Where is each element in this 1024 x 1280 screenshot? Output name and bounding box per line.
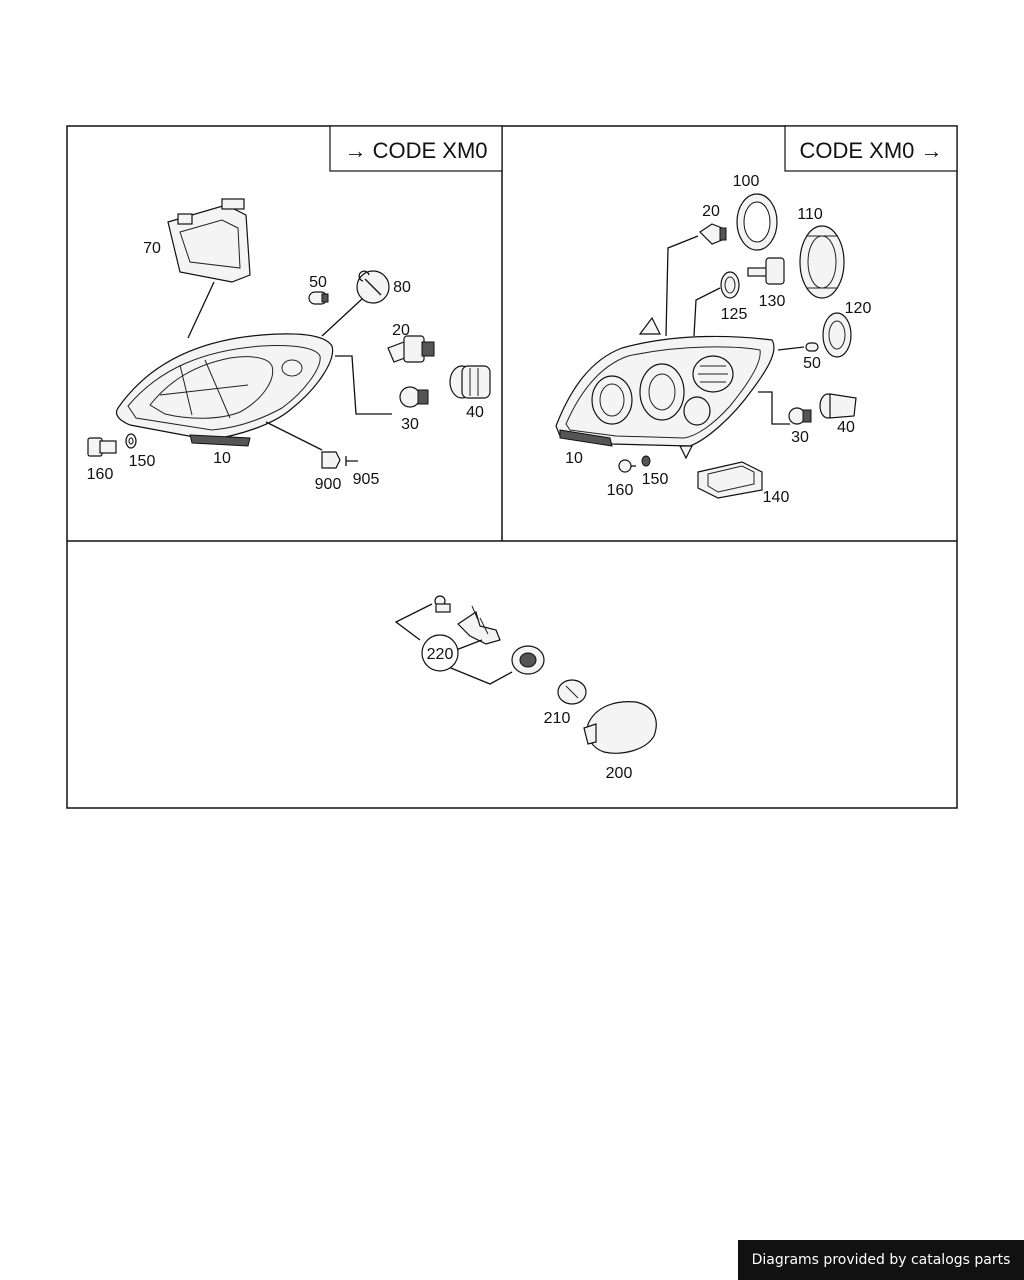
callout-150-xm0: 150 [642,471,669,488]
bulb-part-50-xm0 [805,342,819,352]
washer-part-150 [125,433,137,449]
ballast-unit-part-140 [697,461,763,499]
callout-220: 220 [427,646,454,663]
callout-160-xm0: 160 [607,482,634,499]
xenon-bulb-part-130 [747,257,785,285]
footer-credit: Diagrams provided by catalogs parts [738,1240,1024,1280]
callout-900: 900 [315,476,342,493]
callout-50: 50 [309,274,327,291]
turn-bulb-part-30-xm0 [788,407,812,425]
left-code-box: → CODE XM0 [329,125,503,172]
callout-40: 40 [466,404,484,421]
bulb-holder-part-125 [720,271,740,299]
right-code-box: CODE XM0 → [784,125,958,172]
bulb-part-210 [557,679,587,705]
rear-cap-part-120 [822,312,852,358]
callout-110: 110 [797,206,823,223]
callout-150: 150 [129,453,156,470]
callout-20: 20 [392,322,410,339]
bulb-part-50 [308,291,329,305]
right-code-label: CODE XM0 → [799,138,942,163]
callout-80: 80 [393,279,411,296]
callout-200: 200 [606,765,633,782]
callout-210: 210 [544,710,571,727]
callout-160: 160 [87,466,114,483]
callout-125: 125 [721,306,748,323]
turn-bulb-part-30 [399,386,429,408]
rear-cap-part-110 [799,225,845,299]
side-marker-assembly: 220 210 200 [394,595,657,782]
callout-130: 130 [759,293,786,310]
callout-30: 30 [401,416,419,433]
callout-10-xm0: 10 [565,450,583,467]
callout-circle-220 [421,634,459,672]
connector-part-220a [434,595,451,613]
left-headlamp-assembly: 70 50 80 20 40 30 10 160 150 900 905 [87,198,491,493]
callout-20-xm0: 20 [702,203,720,220]
callout-120: 120 [845,300,872,317]
harness-part-220b [457,605,501,645]
cover-ring-part-100 [736,193,778,251]
screw-part-905 [345,456,358,466]
headlamp-cover-part-70 [167,198,251,283]
clip-part-150-xm0 [641,455,651,467]
diagram-frame [66,125,958,809]
headlamp-housing-part-10-xm0 [555,316,775,460]
callout-905: 905 [353,471,380,488]
marker-lens-part-200 [583,701,657,754]
socket-part-40 [449,365,491,399]
adjuster-tool-part-80 [356,270,390,304]
bolt-part-160 [87,437,117,457]
left-code-label: → CODE XM0 [344,138,487,163]
bulb-socket-part-220c [511,645,545,675]
socket-part-40-xm0 [819,393,857,419]
callout-10: 10 [213,450,231,467]
right-headlamp-assembly: 100 20 110 130 125 120 50 30 40 10 160 1… [555,173,872,506]
callout-30-xm0: 30 [791,429,809,446]
callout-100: 100 [733,173,760,190]
callout-40-xm0: 40 [837,419,855,436]
bulb-part-20-xm0 [699,223,727,245]
callout-70: 70 [143,240,161,257]
callout-50-xm0: 50 [803,355,821,372]
halogen-bulb-part-20 [387,335,435,363]
screw-part-160-xm0 [618,459,636,473]
headlamp-housing-part-10 [115,333,334,447]
callout-140: 140 [763,489,790,506]
clip-part-900 [321,451,341,469]
